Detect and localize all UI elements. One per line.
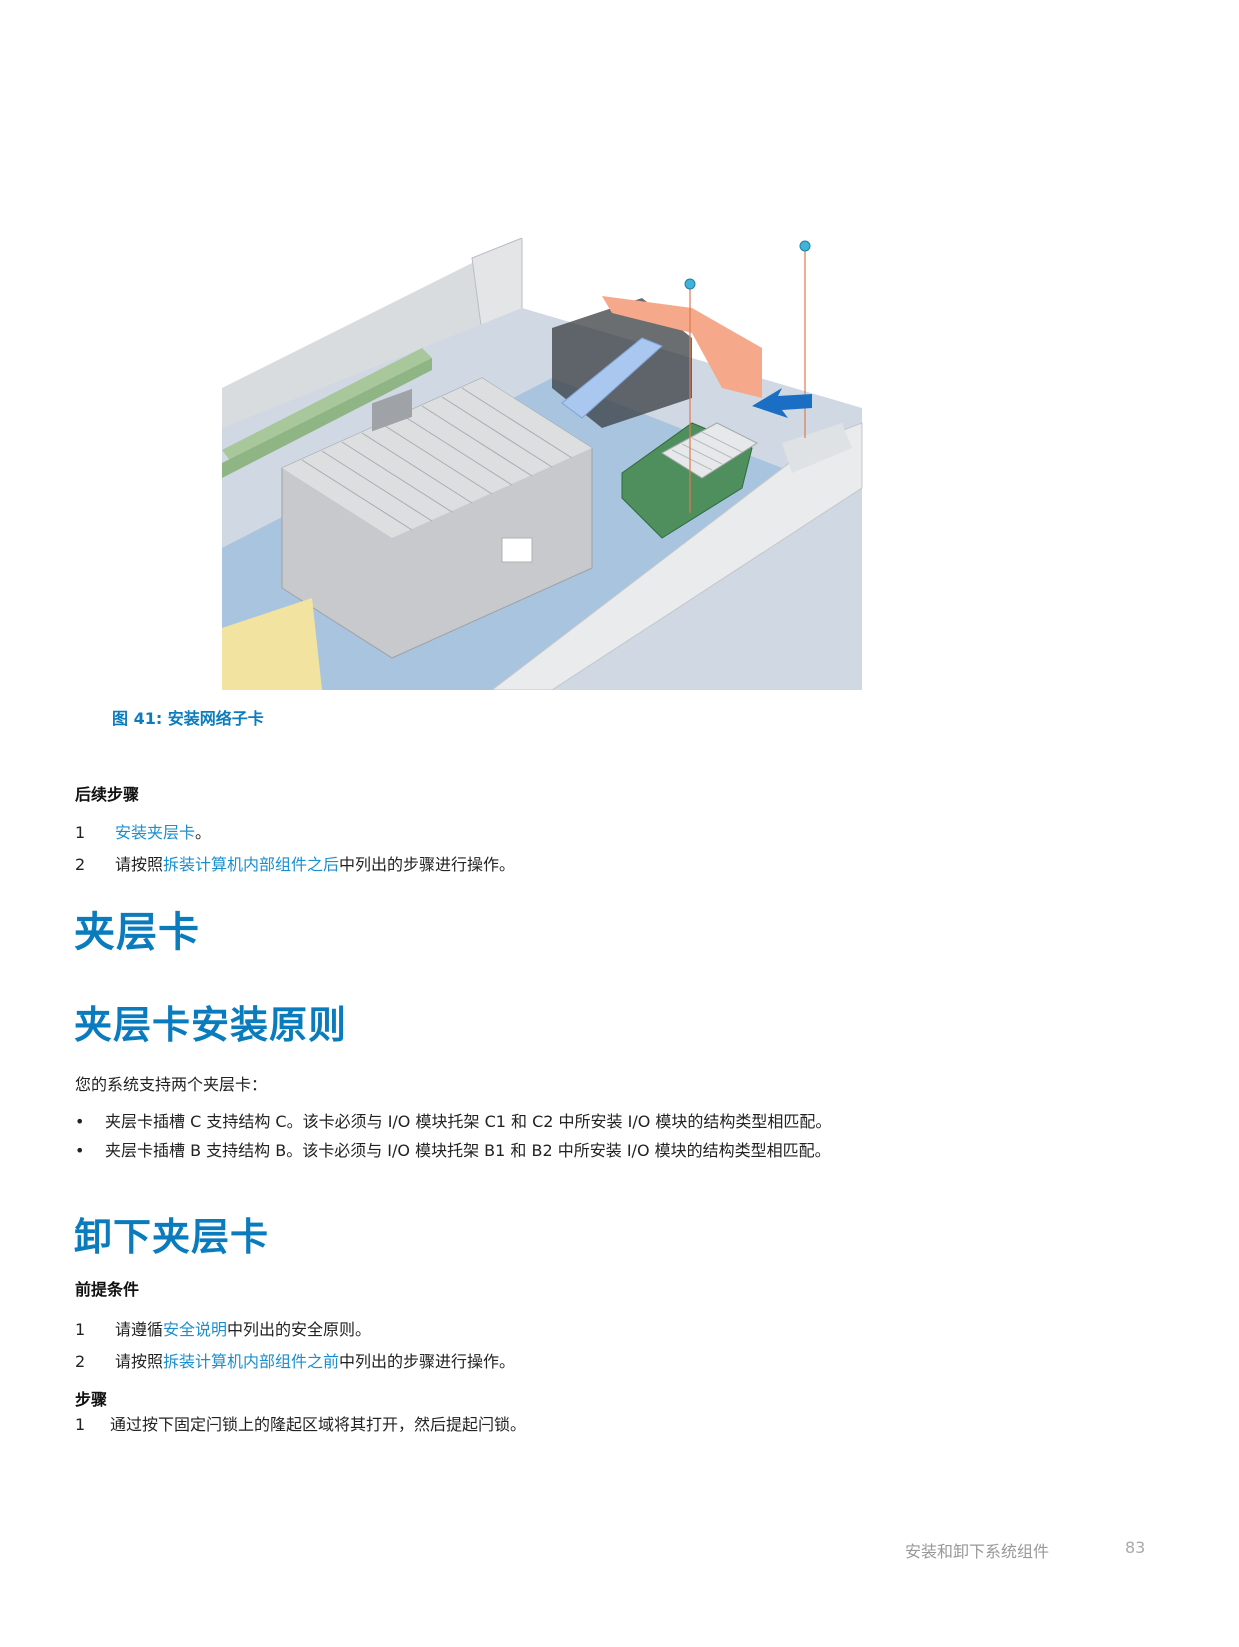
link-safety-instructions[interactable]: 安全说明 bbox=[163, 1320, 228, 1339]
removal-title: 卸下夹层卡 bbox=[74, 1215, 270, 1259]
prereq-heading: 前提条件 bbox=[75, 1280, 140, 1299]
steps-heading: 步骤 bbox=[75, 1390, 108, 1409]
section-title: 夹层卡 bbox=[74, 908, 200, 956]
footer-section-title: 安装和卸下系统组件 bbox=[905, 1542, 1050, 1561]
step-number: 1 bbox=[75, 823, 86, 842]
bullet-icon: • bbox=[75, 1112, 85, 1131]
link-before-working-inside[interactable]: 拆装计算机内部组件之前 bbox=[163, 1352, 340, 1371]
guidelines-title: 夹层卡安装原则 bbox=[74, 1003, 348, 1047]
insert-direction-arrow-icon bbox=[752, 388, 812, 418]
bullet-icon: • bbox=[75, 1141, 85, 1160]
next-steps-heading: 后续步骤 bbox=[75, 785, 140, 804]
step-number: 2 bbox=[75, 855, 86, 874]
step-number: 1 bbox=[75, 1320, 86, 1339]
server-illustration bbox=[222, 238, 863, 690]
guideline-bullet: •夹层卡插槽 C 支持结构 C。该卡必须与 I/O 模块托架 C1 和 C2 中… bbox=[75, 1112, 832, 1131]
figure-install-network-daughter-card bbox=[222, 238, 882, 690]
screw-icon bbox=[684, 240, 811, 290]
step-number: 1 bbox=[75, 1415, 86, 1434]
page-number: 83 bbox=[1125, 1538, 1146, 1557]
guideline-bullet: •夹层卡插槽 B 支持结构 B。该卡必须与 I/O 模块托架 B1 和 B2 中… bbox=[75, 1141, 831, 1160]
guidelines-intro: 您的系统支持两个夹层卡： bbox=[75, 1075, 268, 1094]
link-install-mezzanine-card[interactable]: 安装夹层卡 bbox=[115, 823, 196, 842]
figure-caption: 图 41: 安装网络子卡 bbox=[112, 709, 264, 728]
step-number: 2 bbox=[75, 1352, 86, 1371]
link-after-working-inside[interactable]: 拆装计算机内部组件之后 bbox=[163, 855, 340, 874]
